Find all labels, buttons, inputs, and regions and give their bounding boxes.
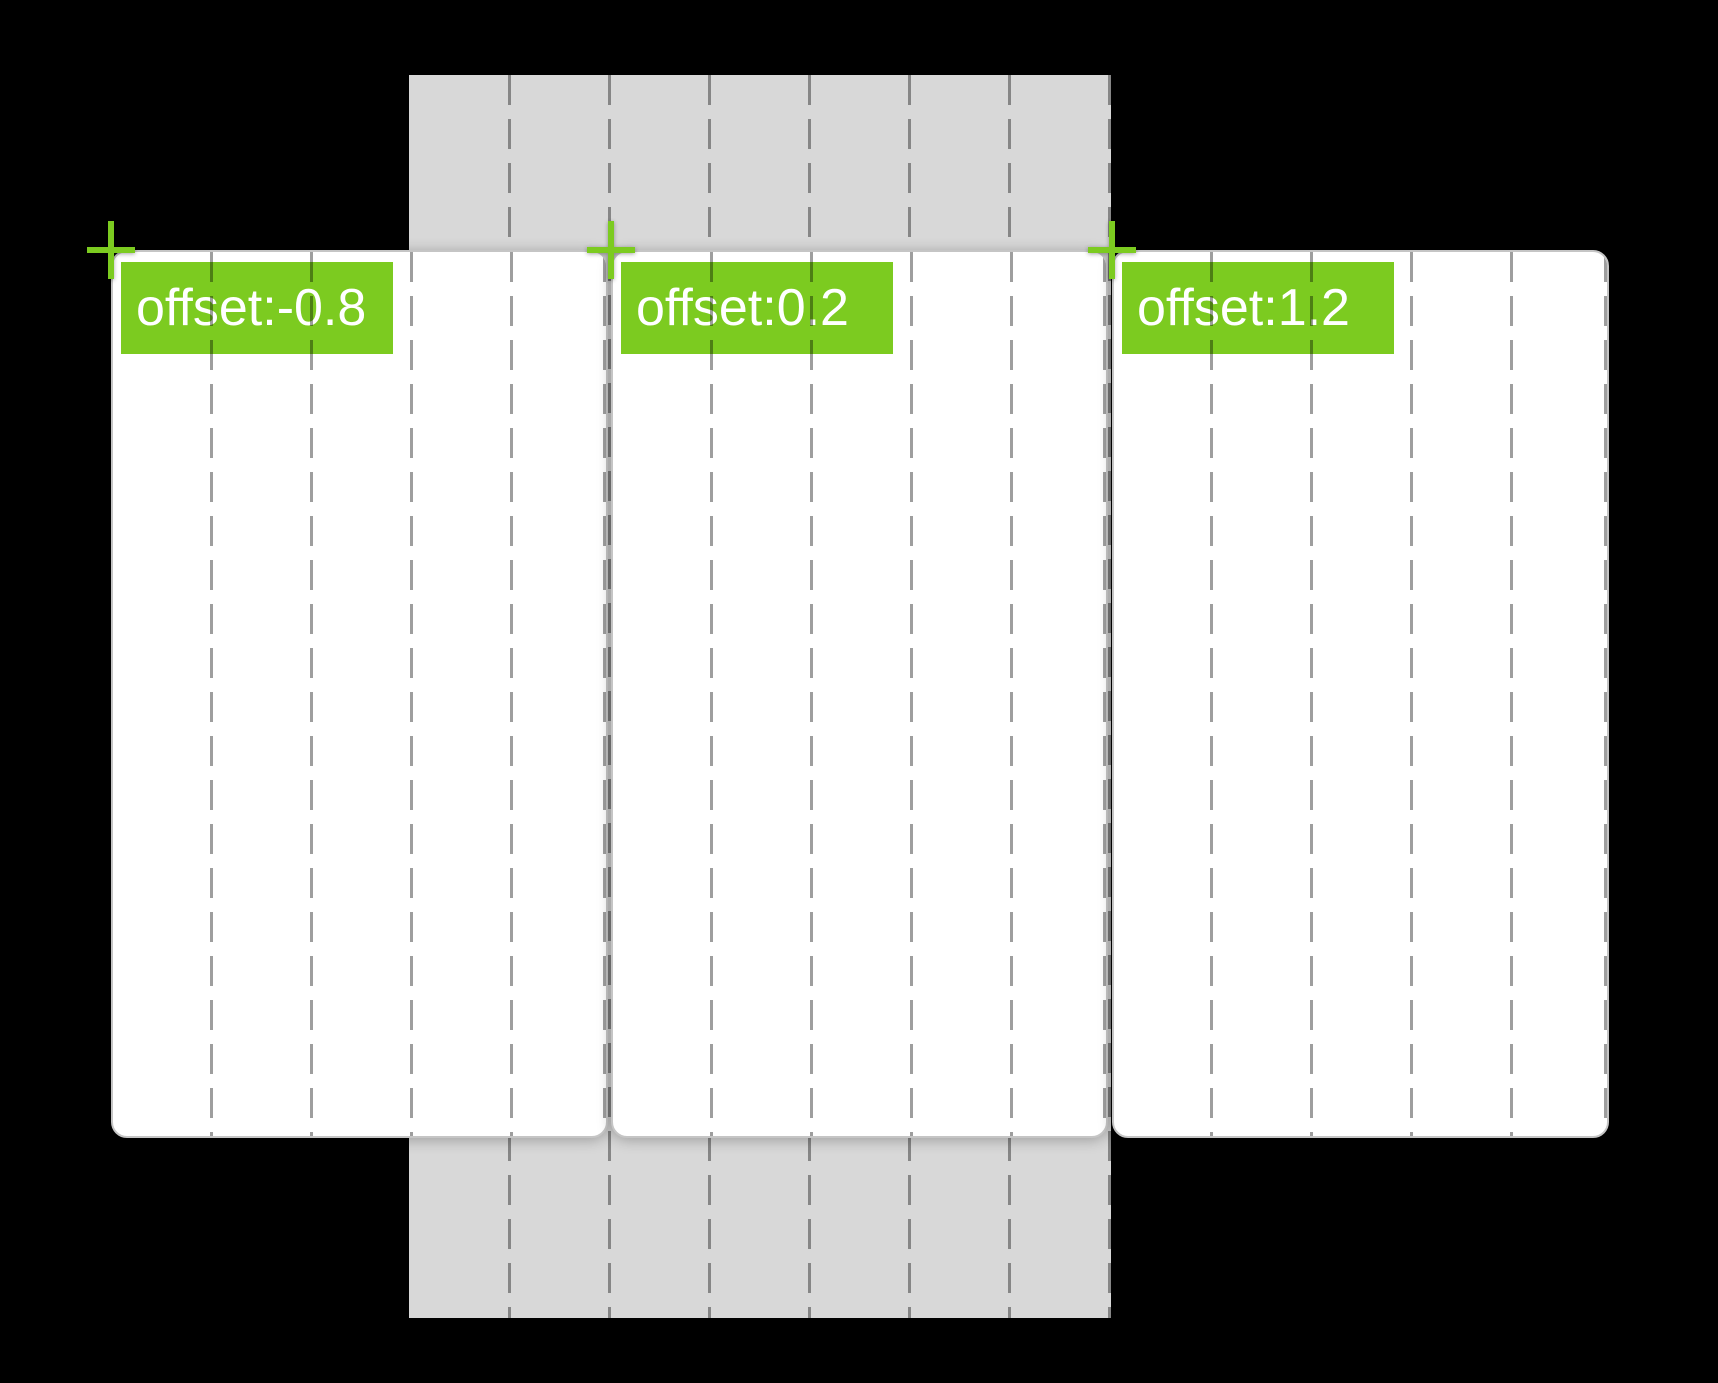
dashed-gridline — [1108, 75, 1111, 1318]
dashed-gridline — [210, 252, 213, 1136]
dashed-gridline — [1410, 252, 1413, 1136]
dashed-gridline — [410, 252, 413, 1136]
page-card[interactable]: offset:-0.8 — [111, 250, 608, 1138]
dashed-gridline — [710, 252, 713, 1136]
dashed-gridline — [510, 252, 513, 1136]
dashed-gridline — [1210, 252, 1213, 1136]
page-card[interactable]: offset:1.2 — [1112, 250, 1609, 1138]
dashed-gridline — [810, 252, 813, 1136]
offset-badge: offset:1.2 — [1122, 262, 1394, 354]
dashed-gridline — [1604, 252, 1607, 1136]
dashed-gridline — [1103, 252, 1106, 1136]
dashed-gridline — [603, 252, 606, 1136]
offset-badge: offset:0.2 — [621, 262, 893, 354]
dashed-gridline — [310, 252, 313, 1136]
dashed-gridline — [1510, 252, 1513, 1136]
dashed-gridline — [910, 252, 913, 1136]
dashed-gridline — [1310, 252, 1313, 1136]
offset-badge: offset:-0.8 — [121, 262, 393, 354]
dashed-gridline — [1010, 252, 1013, 1136]
page-card[interactable]: offset:0.2 — [611, 250, 1108, 1138]
